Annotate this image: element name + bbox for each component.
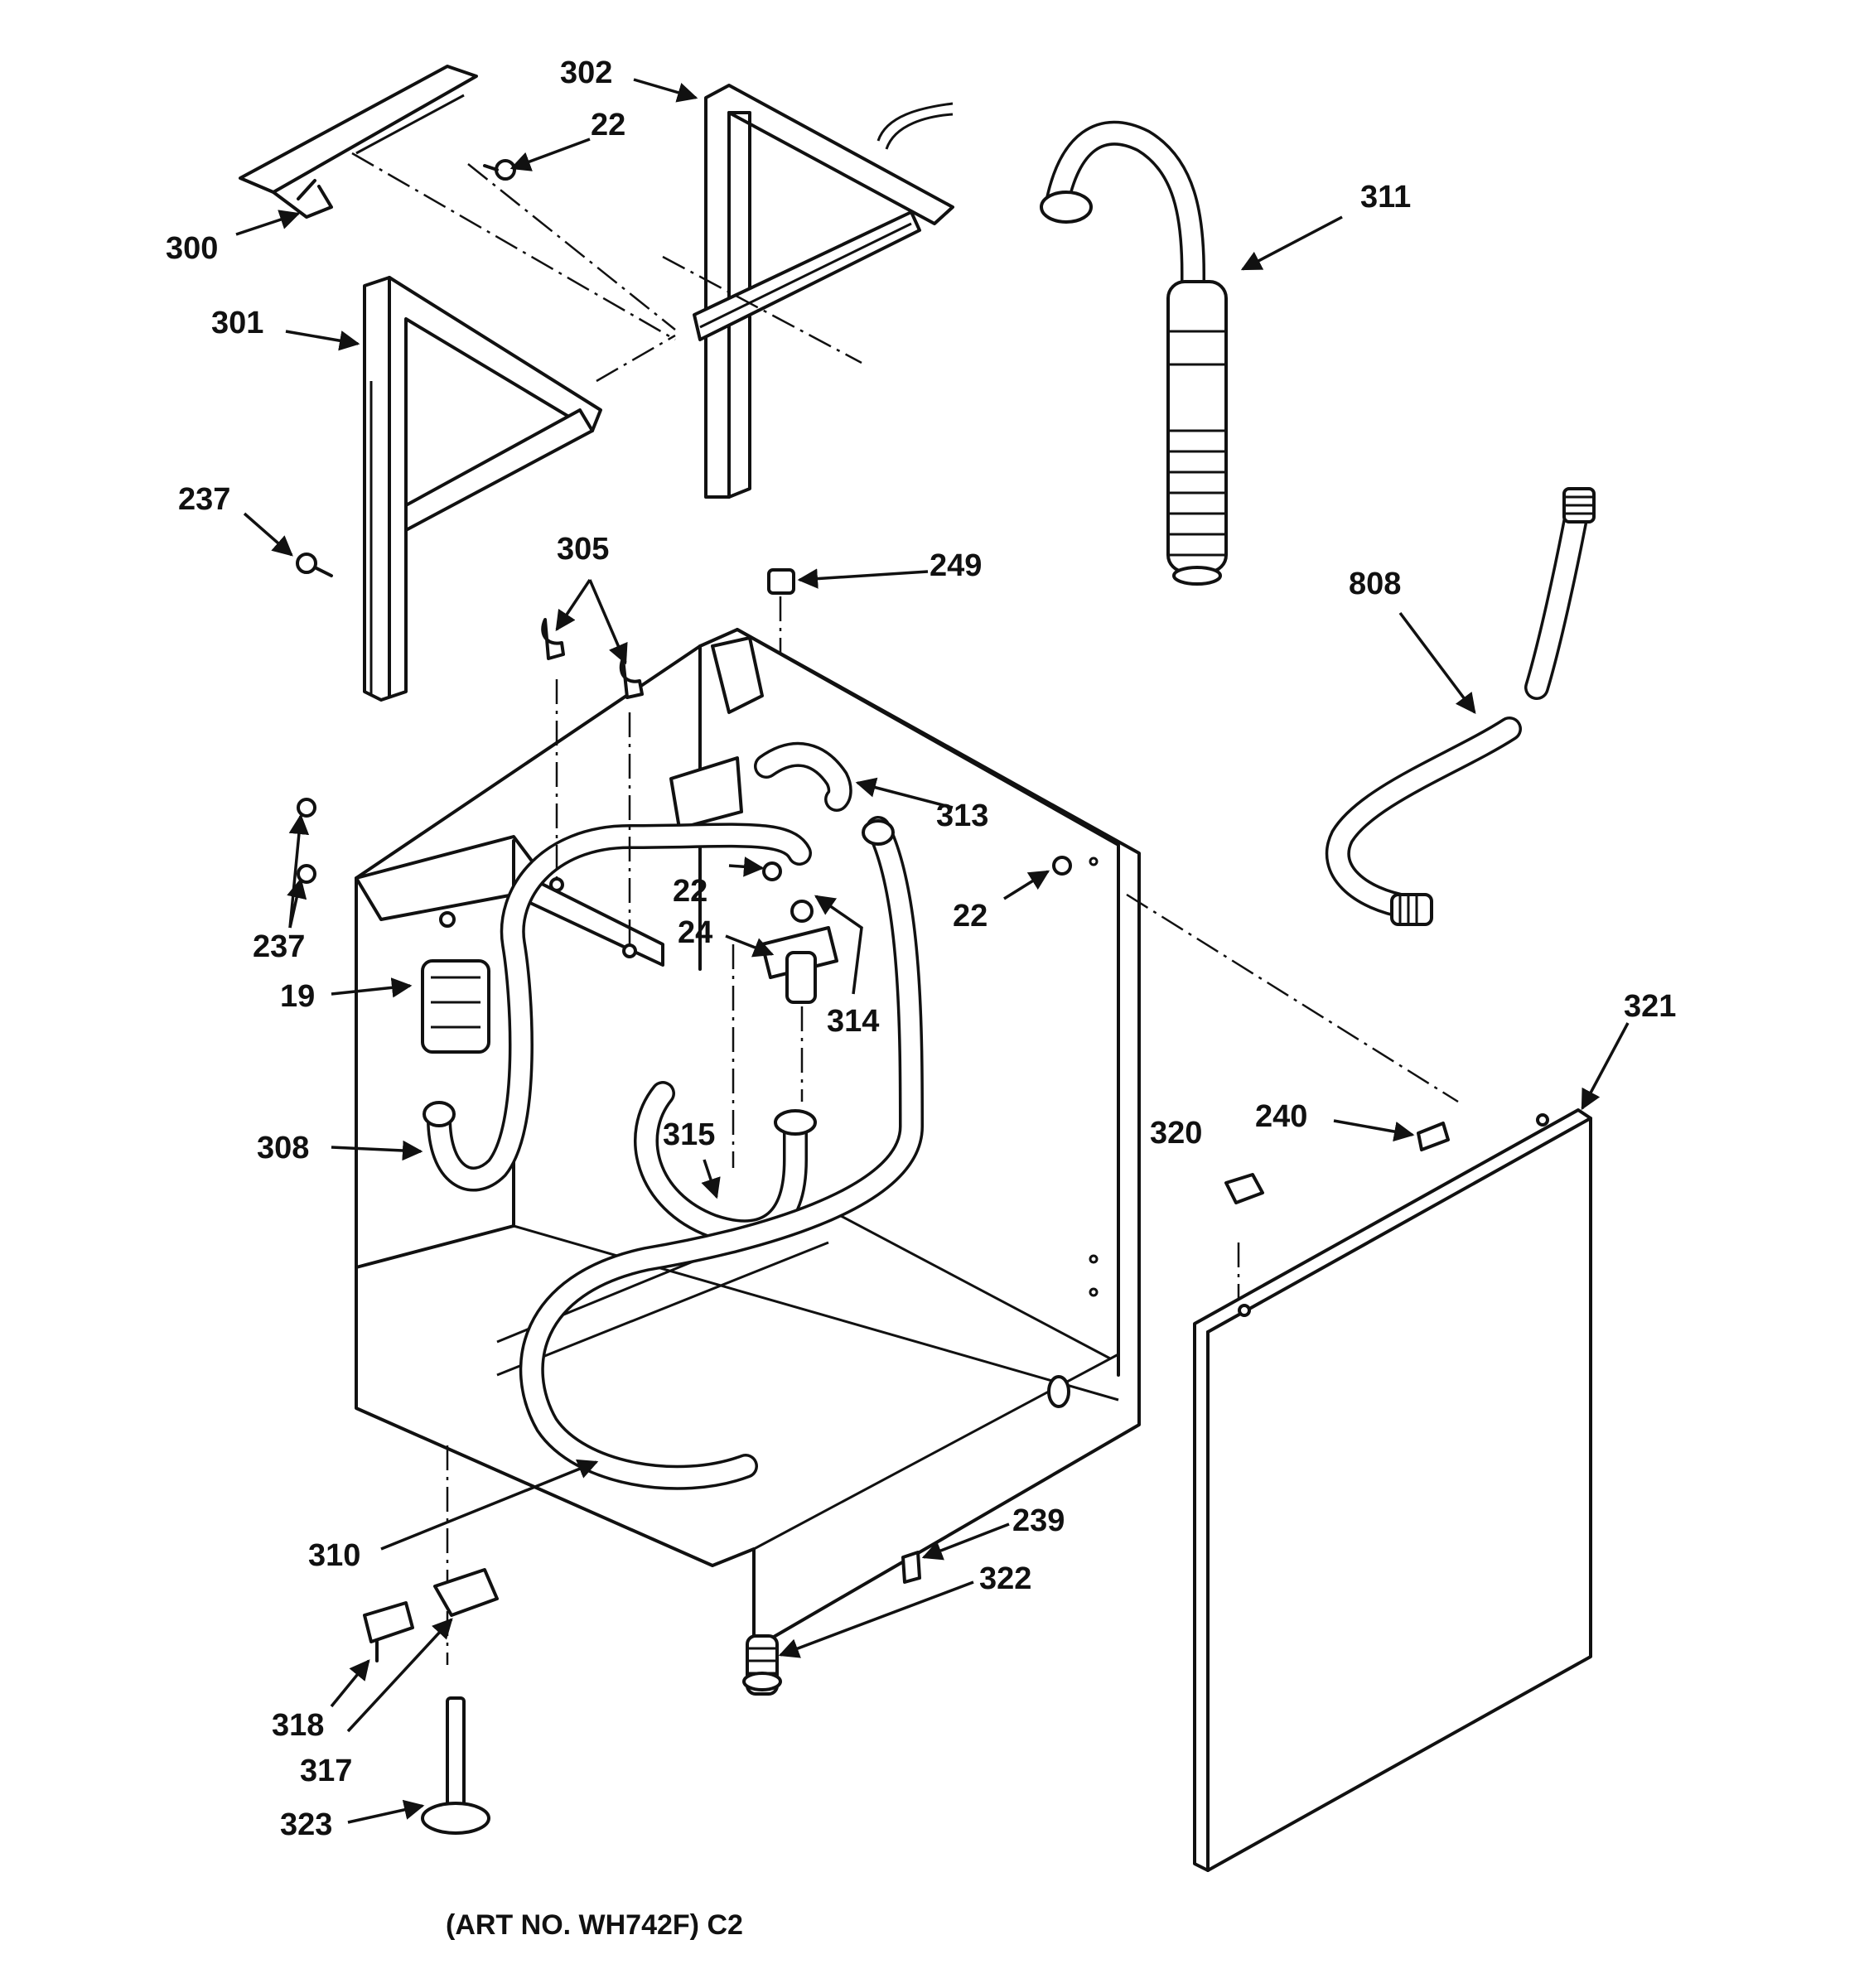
callout-237-left: 237: [253, 929, 305, 964]
callout-300: 300: [166, 231, 218, 266]
screws-237-left: [297, 798, 316, 884]
callout-320: 320: [1150, 1116, 1202, 1151]
cabinet-frame: [355, 628, 1141, 1650]
callout-308: 308: [257, 1131, 309, 1165]
part-302-right-brace: [662, 84, 954, 499]
callout-239: 239: [1012, 1503, 1065, 1538]
bracket-318: [363, 1601, 414, 1662]
callout-arrows: [235, 78, 1630, 1824]
clip-239: [901, 1551, 921, 1584]
callout-323: 323: [280, 1807, 332, 1842]
callout-237-top: 237: [178, 482, 230, 517]
water-valve-24: [761, 900, 838, 1004]
callout-315: 315: [663, 1117, 715, 1152]
part-300-top-bracket: [239, 65, 478, 219]
leveling-foot-322: [742, 1634, 782, 1696]
screw-237-top: [296, 552, 333, 577]
art-number-caption: (ART NO. WH742F) C2: [446, 1909, 743, 1941]
internal-hoses: [423, 816, 924, 1490]
callout-808: 808: [1349, 567, 1401, 601]
callout-19: 19: [280, 979, 315, 1014]
clip-320: [1224, 1173, 1264, 1204]
part-301-left-brace: [363, 276, 602, 702]
callout-22-top: 22: [591, 108, 625, 142]
leveling-leg-323: [421, 1696, 490, 1835]
callout-302: 302: [560, 55, 612, 90]
part-808-fill-hose: [1325, 487, 1596, 926]
clip-240: [1417, 1122, 1450, 1151]
alignment-line-301: [596, 334, 676, 383]
callout-321: 321: [1624, 989, 1676, 1024]
callout-317: 317: [300, 1754, 352, 1788]
callout-314: 314: [827, 1004, 879, 1039]
plug-249: [767, 568, 795, 595]
dash-panel: [1126, 893, 1459, 1103]
part-19-switch: [421, 911, 490, 1054]
callout-305: 305: [557, 532, 609, 567]
bracket-317: [433, 1568, 499, 1617]
callout-301: 301: [211, 306, 263, 340]
part-321-front-panel: [1193, 1108, 1592, 1872]
callout-22-mid: 22: [673, 874, 707, 909]
callout-322: 322: [979, 1561, 1031, 1596]
callout-24: 24: [678, 915, 712, 950]
screw-22-mid: [762, 861, 782, 881]
screw-22-top: [483, 159, 516, 181]
callout-318: 318: [272, 1708, 324, 1743]
callout-311: 311: [1360, 180, 1411, 215]
callout-310: 310: [308, 1538, 360, 1573]
callout-22-right: 22: [953, 899, 988, 934]
part-311-drain-hose: [1040, 120, 1228, 586]
callout-313: 313: [936, 799, 988, 833]
callout-249: 249: [930, 548, 982, 583]
screw-22-right: [1052, 856, 1072, 876]
alignment-line-300: [351, 152, 676, 341]
alignment-line-22: [467, 163, 676, 331]
hose-elbow-313: [754, 741, 852, 812]
callout-240: 240: [1255, 1099, 1307, 1134]
